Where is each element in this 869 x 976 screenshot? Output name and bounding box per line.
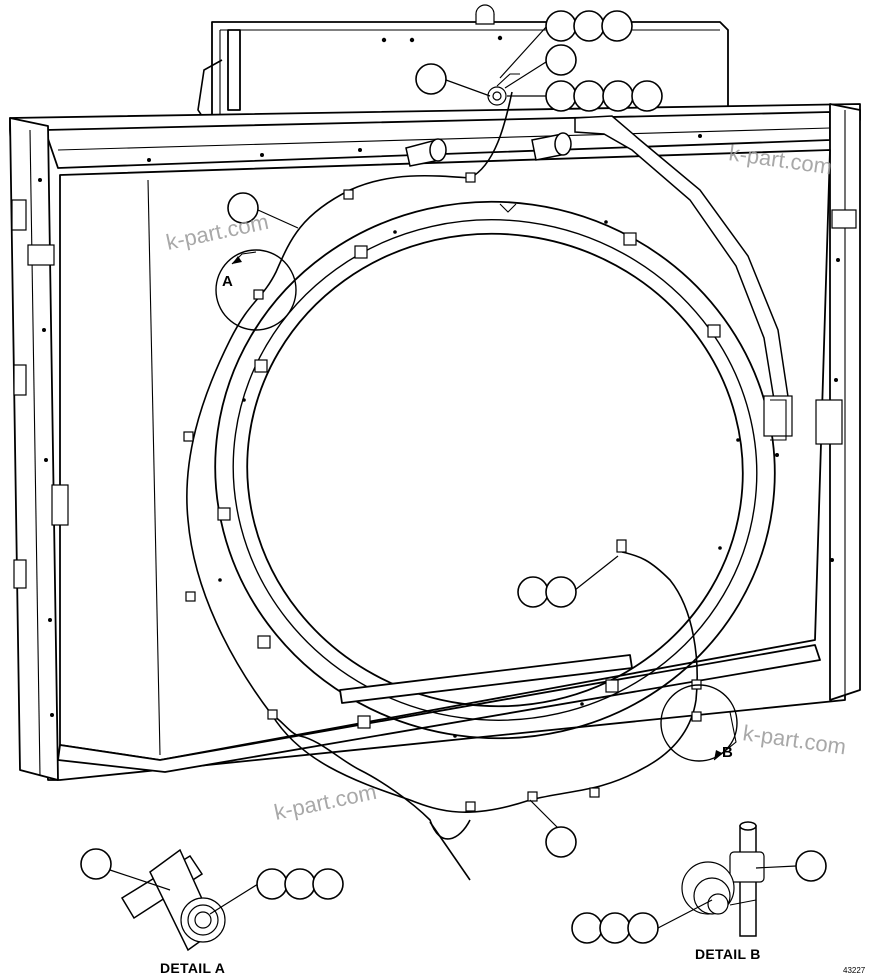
callout-balloon bbox=[415, 63, 447, 95]
callout-balloon bbox=[227, 192, 259, 224]
figure-number: 43227 bbox=[843, 966, 866, 975]
callout-balloon bbox=[80, 848, 112, 880]
callout-balloon bbox=[545, 80, 577, 112]
callout-balloon bbox=[545, 10, 577, 42]
callout-balloon bbox=[545, 826, 577, 858]
coolant-hoses bbox=[405, 115, 793, 457]
detail-a-label: DETAIL A bbox=[160, 960, 225, 976]
leader-lines bbox=[109, 25, 797, 929]
callout-balloon bbox=[312, 868, 344, 900]
watermark: k-part.com bbox=[741, 720, 847, 759]
callout-balloon bbox=[627, 912, 659, 944]
detail-b-drawing bbox=[681, 821, 765, 937]
callout-balloon bbox=[599, 912, 631, 944]
detail-a-drawing bbox=[120, 848, 226, 952]
view-marker-a: A bbox=[222, 273, 233, 290]
detail-b-label: DETAIL B bbox=[695, 946, 761, 962]
view-marker-b: B bbox=[722, 744, 733, 761]
detail-a-circle: A bbox=[215, 249, 297, 331]
callout-balloon bbox=[602, 80, 634, 112]
callout-balloon bbox=[601, 10, 633, 42]
callout-balloon bbox=[284, 868, 316, 900]
callout-balloon bbox=[256, 868, 288, 900]
callout-balloon bbox=[517, 576, 549, 608]
watermark: k-part.com bbox=[272, 779, 379, 825]
callout-balloon bbox=[573, 80, 605, 112]
detail-b-circle: B bbox=[660, 684, 738, 762]
callout-balloon bbox=[545, 44, 577, 76]
callout-balloon bbox=[571, 912, 603, 944]
callout-balloons bbox=[80, 10, 827, 944]
callout-balloon bbox=[631, 80, 663, 112]
fan-shroud-ring bbox=[214, 200, 776, 740]
radiator-frame bbox=[9, 103, 861, 781]
callout-balloon bbox=[573, 10, 605, 42]
callout-balloon bbox=[795, 850, 827, 882]
callout-balloon bbox=[545, 576, 577, 608]
